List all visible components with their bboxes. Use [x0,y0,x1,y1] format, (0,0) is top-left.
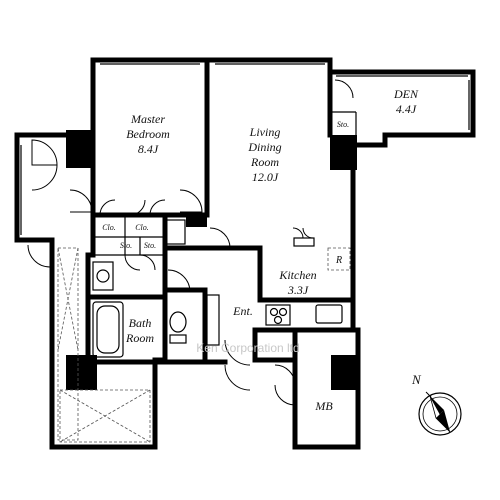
bath-label-2: Room [125,331,154,345]
wash-basin [92,261,114,291]
exterior-walls [14,57,476,450]
kitchen-label: Kitchen [278,268,316,282]
den-label: DEN [393,87,419,101]
master-bedroom-label: Master [130,112,165,126]
compass-icon: N [411,372,462,436]
living-label-2: Dining [247,140,281,154]
fixtures [92,219,351,358]
master-bedroom-label-2: Bedroom [126,127,170,141]
storage-labels: Sto. Clo. Clo. Sto. Sto. R [102,120,349,266]
windows [20,63,470,235]
column-center [186,215,207,227]
den-size: 4.4J [396,102,417,116]
toilet [169,311,187,333]
column-living [330,135,357,170]
column-mb [331,355,358,390]
living-label: Living [249,125,281,139]
fridge-label: R [335,255,342,266]
kitchen-sink [315,304,343,324]
bathtub [92,301,124,358]
stove [265,304,291,326]
balcony [57,247,151,443]
column-bedroom [66,130,93,168]
storage-right-label: Sto. [144,241,156,250]
watermark: Ken Corporation ltd [196,341,299,355]
mb-label: MB [314,399,333,413]
closet-right-label: Clo. [135,223,149,232]
column-bath [66,355,97,390]
kitchen-size: 3.3J [287,283,309,297]
washing-machine [164,219,186,245]
closet-left-label: Clo. [102,223,116,232]
entrance-label: Ent. [232,304,253,318]
fridge [327,247,351,271]
living-size: 12.0J [252,170,279,184]
bath-label: Bath [129,316,152,330]
living-label-3: Room [250,155,279,169]
doors [27,79,354,406]
master-bedroom-size: 8.4J [138,142,159,156]
storage-left-label: Sto. [120,241,132,250]
columns [66,130,358,390]
room-labels: Master Bedroom 8.4J Living Dining Room 1… [125,87,419,413]
interior-walls [85,111,357,365]
den-storage-label: Sto. [337,120,349,129]
north-label: N [411,372,422,387]
